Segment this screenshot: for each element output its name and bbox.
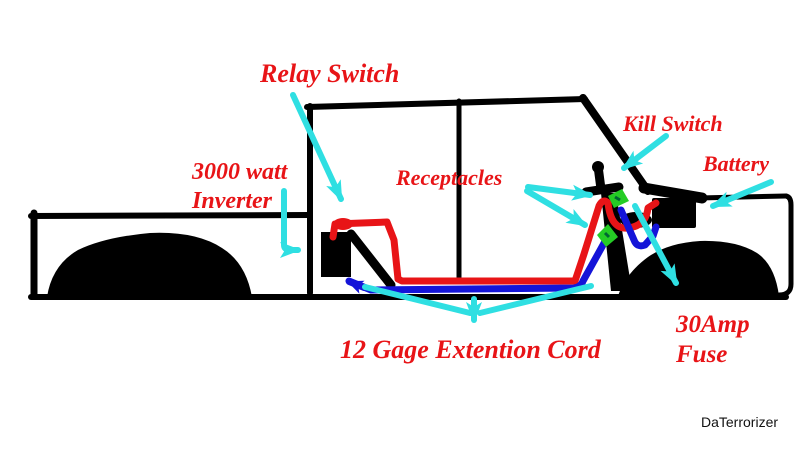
label-inverter-line2: Inverter bbox=[192, 188, 272, 214]
cab-roof bbox=[304, 96, 588, 110]
receptacle-lower bbox=[597, 224, 618, 247]
bed-top-rail bbox=[28, 212, 312, 219]
label-kill-switch: Kill Switch bbox=[623, 111, 723, 136]
inverter-arrow bbox=[280, 188, 301, 258]
label-fuse-line2: Fuse bbox=[676, 341, 728, 368]
relay-blob bbox=[333, 218, 353, 230]
red-power-wire bbox=[329, 197, 660, 285]
receptacle-upper bbox=[608, 189, 629, 208]
receptacle-arrow-lower bbox=[524, 188, 588, 228]
relay-arrow bbox=[290, 92, 344, 202]
black-ground-wire bbox=[346, 229, 396, 290]
label-fuse-line1: 30Amp bbox=[676, 311, 750, 338]
blue-plug-arrow bbox=[346, 279, 367, 294]
rear-wheel bbox=[47, 232, 252, 297]
receptacle-arrow-upper bbox=[525, 184, 593, 201]
signature-text: DaTerrorizer bbox=[701, 414, 779, 430]
battery-arrow bbox=[710, 179, 774, 209]
label-inverter: 3000 watt Inverter bbox=[192, 158, 287, 216]
annotation-arrows bbox=[280, 92, 774, 323]
front-edge bbox=[776, 193, 794, 298]
label-inverter-line1: 3000 watt bbox=[192, 159, 288, 185]
label-fuse: 30Amp Fuse bbox=[676, 310, 750, 370]
windshield-line bbox=[579, 94, 652, 195]
label-battery: Battery bbox=[703, 151, 769, 176]
label-extension-cord: 12 Gage Extention Cord bbox=[340, 335, 601, 364]
cord-arrow-left-leg bbox=[362, 284, 473, 316]
label-receptacles: Receptacles bbox=[396, 165, 503, 190]
battery-box bbox=[652, 198, 696, 228]
cowl-line bbox=[638, 182, 708, 204]
kill-switch-arrow bbox=[621, 133, 669, 171]
inverter-box bbox=[321, 232, 351, 277]
battery-terminal bbox=[674, 192, 686, 200]
cord-arrow-right-leg bbox=[477, 283, 594, 316]
kill-switch-lever bbox=[581, 161, 624, 197]
label-relay-switch: Relay Switch bbox=[260, 59, 400, 88]
fuse-arrow bbox=[632, 203, 679, 286]
